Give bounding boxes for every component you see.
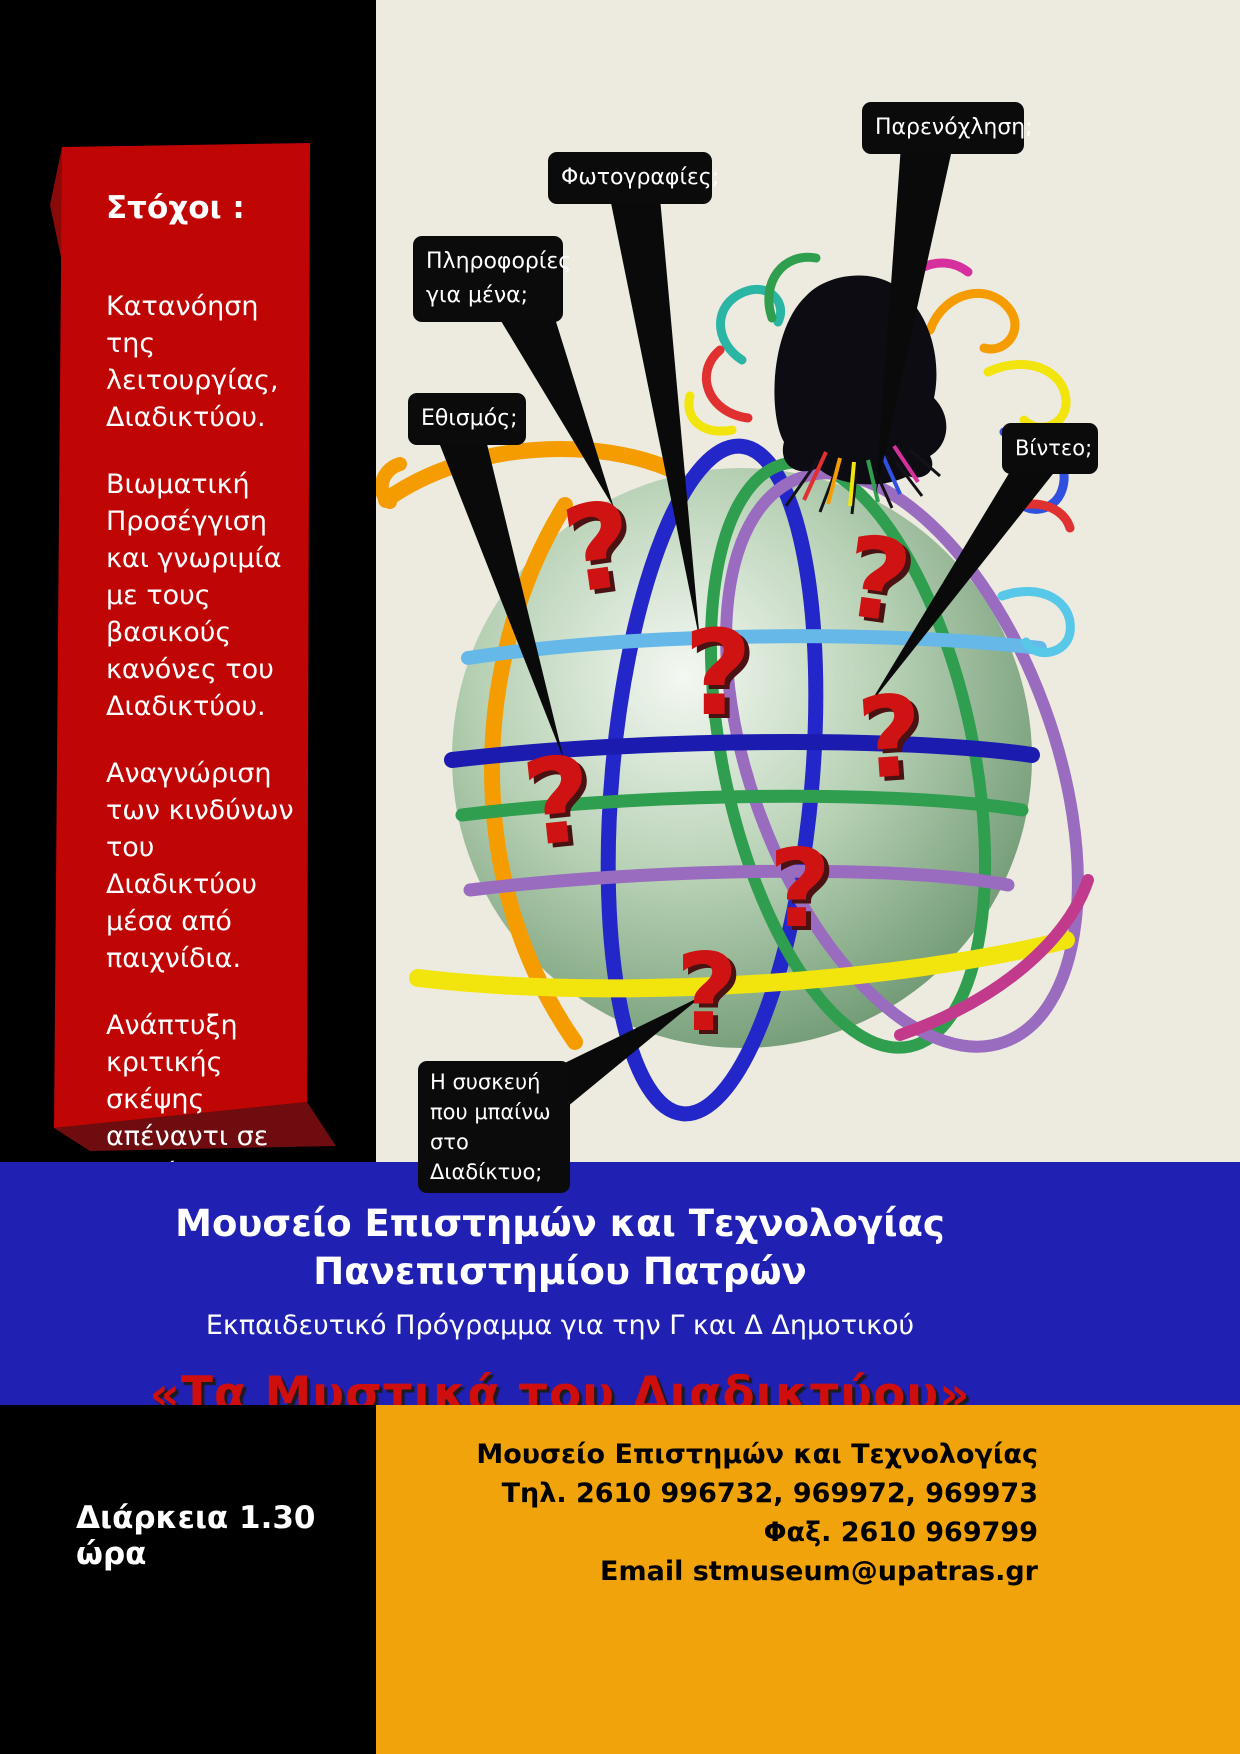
tentacle-curls xyxy=(684,252,1075,657)
goals-sidebar: Στόχοι : Κατανόηση της λειτουργίας, Διαδ… xyxy=(0,0,376,1189)
contact-block: Μουσείο Επιστημών και Τεχνολογίας Τηλ. 2… xyxy=(376,1405,1240,1754)
goals-title: Στόχοι : xyxy=(106,190,245,226)
question-mark: ? xyxy=(676,931,739,1056)
callout-harassment: Παρενόχληση; xyxy=(862,102,1033,155)
red-banner-shape xyxy=(50,143,336,1151)
contact-line: Τηλ. 2610 996732, 969972, 969973 xyxy=(501,1478,1038,1510)
callout-label: Παρενόχληση; xyxy=(875,115,1033,140)
callout-label: Η συσκευή που μπαίνω στο Διαδίκτυο; xyxy=(430,1070,551,1185)
callout-device: Η συσκευή που μπαίνω στο Διαδίκτυο; xyxy=(418,1061,570,1194)
goal-item: Βιωματική Προσέγγιση και γνωριμία με του… xyxy=(106,469,282,722)
callout-tails xyxy=(438,145,1060,1116)
goal-item: Αναγνώριση των κινδύνων του Διαδικτύου μ… xyxy=(106,758,294,974)
program-subtitle: Εκπαιδευτικό Πρόγραμμα για την Γ και Δ Δ… xyxy=(205,1310,915,1342)
callout-info-about-me: Πληροφορίες για μένα; xyxy=(413,236,571,323)
question-mark: ? xyxy=(853,671,927,805)
globe-ribbons xyxy=(374,438,1094,1122)
callout-addiction: Εθισμός; xyxy=(408,393,526,446)
question-mark: ? xyxy=(516,729,599,873)
top-section: Στόχοι : Κατανόηση της λειτουργίας, Διαδ… xyxy=(0,0,1240,1194)
museum-name-line1: Μουσείο Επιστημών και Τεχνολογίας xyxy=(175,1202,945,1245)
callout-label: Φωτογραφίες; xyxy=(561,165,720,190)
footer: Διάρκεια 1.30 ώρα Μουσείο Επιστημών και … xyxy=(0,1405,1240,1754)
contact-line-email: Email stmuseum@upatras.gr xyxy=(600,1556,1038,1588)
question-mark: ? xyxy=(684,604,752,742)
goals-panel: Στόχοι : Κατανόηση της λειτουργίας, Διαδ… xyxy=(106,190,312,1222)
footer-duration-panel: Διάρκεια 1.30 ώρα xyxy=(0,1405,376,1754)
museum-name-line2: Πανεπιστημίου Πατρών xyxy=(313,1250,807,1294)
callout-label: Βίντεο; xyxy=(1015,436,1093,460)
callout-label: Εθισμός; xyxy=(421,406,518,431)
question-mark: ? xyxy=(769,827,832,952)
duration-text: Διάρκεια 1.30 ώρα xyxy=(76,1500,316,1572)
callout-label: Πληροφορίες για μένα; xyxy=(426,249,572,309)
contact-line: Μουσείο Επιστημών και Τεχνολογίας xyxy=(476,1439,1038,1470)
goal-item: Κατανόηση της λειτουργίας, Διαδικτύου. xyxy=(106,291,279,433)
callout-photos: Φωτογραφίες; xyxy=(548,152,719,205)
contact-line: Φαξ. 2610 969799 xyxy=(763,1517,1038,1549)
callout-video: Βίντεο; xyxy=(1002,423,1098,474)
globe-illustration: ? ? ? ? ? ? ? xyxy=(374,145,1094,1122)
question-marks: ? ? ? ? ? ? ? xyxy=(516,474,927,1056)
info-band: Μουσείο Επιστημών και Τεχνολογίας Πανεπι… xyxy=(0,1162,1240,1422)
